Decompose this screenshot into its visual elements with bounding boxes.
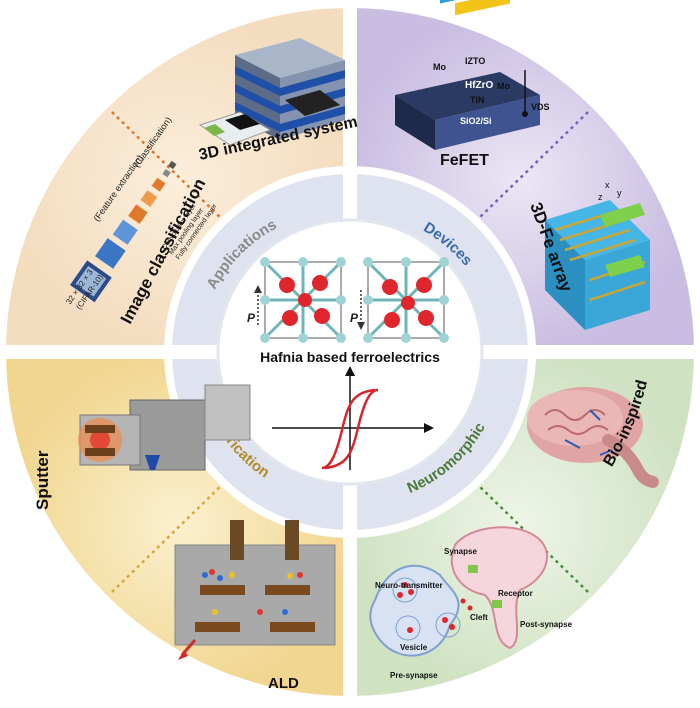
label-fefet: FeFET <box>440 152 489 169</box>
axis-z: z <box>598 192 603 202</box>
polarization-label-right: P <box>350 311 359 325</box>
3d-fe-array-illustration: x y z <box>545 180 650 330</box>
synapse-label: Synapse <box>444 547 477 556</box>
cleft-label: Cleft <box>470 613 488 622</box>
center-title: Hafnia based ferroelectrics <box>260 349 440 365</box>
ald-illustration <box>174 520 336 660</box>
fefet-illustration: Mo IZTO Mo HfZrO TiN SiO2/Si VDS <box>395 0 550 150</box>
neurotransmitter-label: Neuro-transmitter <box>375 581 443 590</box>
pre-synapse-label: Pre-synapse <box>390 671 438 680</box>
polarization-label-left: P <box>247 311 256 325</box>
hysteresis-loop <box>272 366 434 470</box>
fefet-substrate: SiO2/Si <box>460 116 492 126</box>
crystal-structure-left: P <box>247 257 346 343</box>
brain-illustration <box>527 387 659 488</box>
crystal-structure-right: P <box>350 257 449 343</box>
label-ald: ALD <box>268 675 299 692</box>
axis-y: y <box>617 188 622 198</box>
fefet-mo-left: Mo <box>433 62 446 72</box>
synapse-illustration: Synapse Neuro-transmitter Receptor Cleft… <box>369 526 573 680</box>
fefet-vds: VDS <box>531 102 550 112</box>
3d-integrated-system-illustration <box>198 38 345 146</box>
fefet-hfzro: HfZrO <box>465 80 494 91</box>
fefet-izto: IZTO <box>465 56 485 66</box>
post-synapse-label: Post-synapse <box>520 620 573 629</box>
axis-x: x <box>605 180 610 190</box>
label-sputter: Sputter <box>33 450 52 510</box>
receptor-label: Receptor <box>498 589 533 598</box>
fefet-mo-right: Mo <box>497 81 510 91</box>
fefet-tin: TiN <box>470 95 484 105</box>
vesicle-label: Vesicle <box>400 643 428 652</box>
sputter-illustration <box>78 384 251 471</box>
